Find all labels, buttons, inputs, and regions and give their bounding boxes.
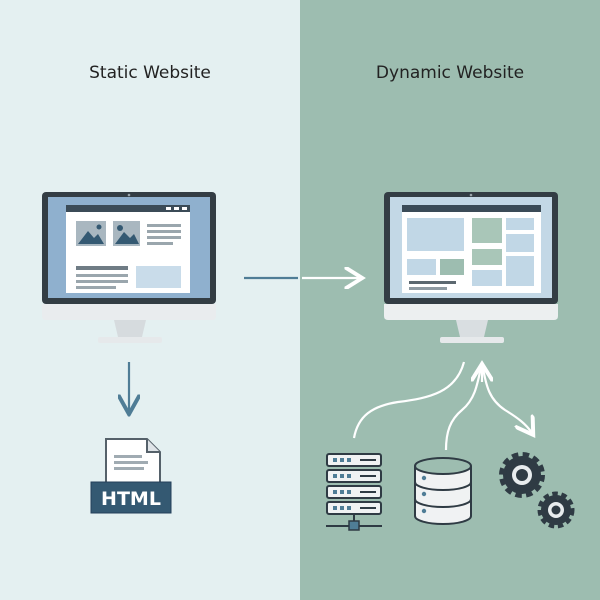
database-icon [414,457,472,525]
html-badge-label: HTML [101,488,161,510]
image-icon [76,221,106,246]
gear-icon [499,452,545,498]
gear-icon [537,491,575,529]
document-icon [90,438,172,514]
static-website-title: Static Website [89,63,211,83]
server-icon [326,453,382,531]
dynamic-website-title: Dynamic Website [375,63,525,83]
static-monitor-icon [42,192,216,343]
dynamic-monitor-icon [384,192,558,343]
image-icon [113,221,140,246]
backend-connection-lines [352,362,532,451]
